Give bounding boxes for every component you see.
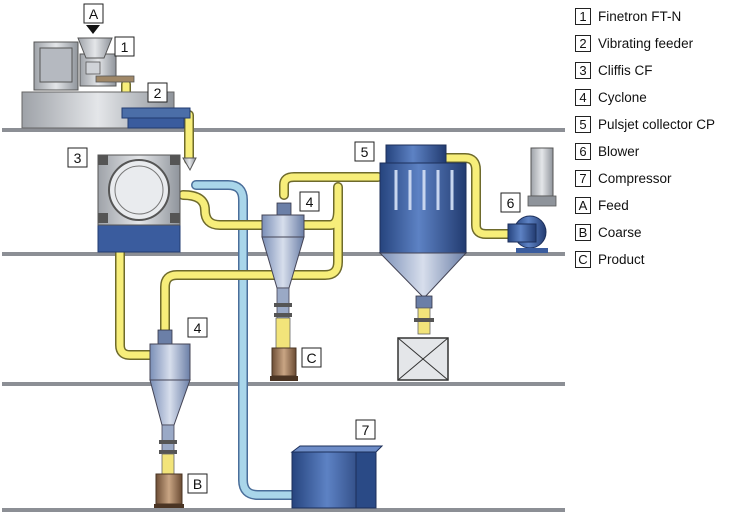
callout-blower: 6 [500, 192, 521, 213]
legend-label: Vibrating feeder [598, 36, 694, 51]
legend-label: Cliffis CF [598, 63, 653, 78]
legend-item: 1 Finetron FT-N [575, 3, 740, 30]
legend-item: C Product [575, 246, 740, 273]
legend-item: 4 Cyclone [575, 84, 740, 111]
legend-item: B Coarse [575, 219, 740, 246]
legend-key: 1 [575, 8, 591, 25]
legend-label: Feed [598, 198, 629, 213]
legend-key: 2 [575, 35, 591, 52]
feed-arrow-icon [86, 25, 100, 34]
legend-label: Cyclone [598, 90, 647, 105]
callout-finetron: 1 [114, 36, 135, 57]
legend-item: A Feed [575, 192, 740, 219]
callout-collector-text: 5 [361, 144, 369, 160]
cyclone-upper [261, 202, 305, 349]
legend-label: Coarse [598, 225, 642, 240]
legend: 1 Finetron FT-N 2 Vibrating feeder 3 Cliffi… [575, 3, 740, 273]
legend-item: 5 Pulsjet collector CP [575, 111, 740, 138]
legend-key: 5 [575, 116, 591, 133]
legend-label: Finetron FT-N [598, 9, 682, 24]
legend-key: C [575, 251, 591, 268]
callout-cliffis: 3 [67, 147, 88, 168]
legend-label: Pulsjet collector CP [598, 117, 716, 132]
callout-feeder: 2 [147, 82, 168, 103]
pulsjet-collector [378, 144, 468, 381]
callout-product-text: C [306, 350, 316, 366]
callout-cyclone-lower: 4 [187, 317, 208, 338]
callout-cyclone-upper-text: 4 [306, 194, 314, 210]
legend-label: Product [598, 252, 645, 267]
callout-cyclone-lower-text: 4 [194, 320, 202, 336]
floor-level-3 [2, 382, 565, 386]
cyclone-lower [149, 329, 191, 475]
legend-key: 7 [575, 170, 591, 187]
callout-compressor: 7 [355, 419, 376, 440]
vibrating-feeder [121, 107, 197, 172]
callout-coarse: B [187, 473, 208, 494]
product-drum [270, 347, 298, 381]
callout-cyclone-upper: 4 [299, 191, 320, 212]
legend-label: Compressor [598, 171, 672, 186]
legend-item: 7 Compressor [575, 165, 740, 192]
blower-unit [507, 147, 557, 253]
product-pipes [115, 79, 520, 360]
legend-key: 4 [575, 89, 591, 106]
air-pipe [191, 180, 297, 500]
callout-collector: 5 [354, 141, 375, 162]
callout-feed-text: A [89, 6, 99, 22]
legend-key: B [575, 224, 591, 241]
callout-product: C [301, 347, 322, 368]
legend-key: 6 [575, 143, 591, 160]
legend-key: A [575, 197, 591, 214]
floor-level-4 [2, 508, 565, 512]
callout-feed: A [83, 3, 104, 24]
legend-item: 6 Blower [575, 138, 740, 165]
callout-feeder-text: 2 [154, 85, 162, 101]
callout-blower-text: 6 [507, 195, 515, 211]
floor-level-1 [2, 128, 565, 132]
callout-coarse-text: B [193, 476, 202, 492]
coarse-drum [154, 473, 184, 508]
compressor-unit [290, 445, 384, 509]
legend-label: Blower [598, 144, 640, 159]
legend-item: 2 Vibrating feeder [575, 30, 740, 57]
legend-item: 3 Cliffis CF [575, 57, 740, 84]
cliffis-classifier [97, 154, 181, 253]
callout-labels: A 1 2 3 4 5 6 4 C 7 B [67, 3, 521, 494]
callout-compressor-text: 7 [362, 422, 370, 438]
legend-key: 3 [575, 62, 591, 79]
callout-cliffis-text: 3 [74, 150, 82, 166]
callout-finetron-text: 1 [121, 39, 129, 55]
